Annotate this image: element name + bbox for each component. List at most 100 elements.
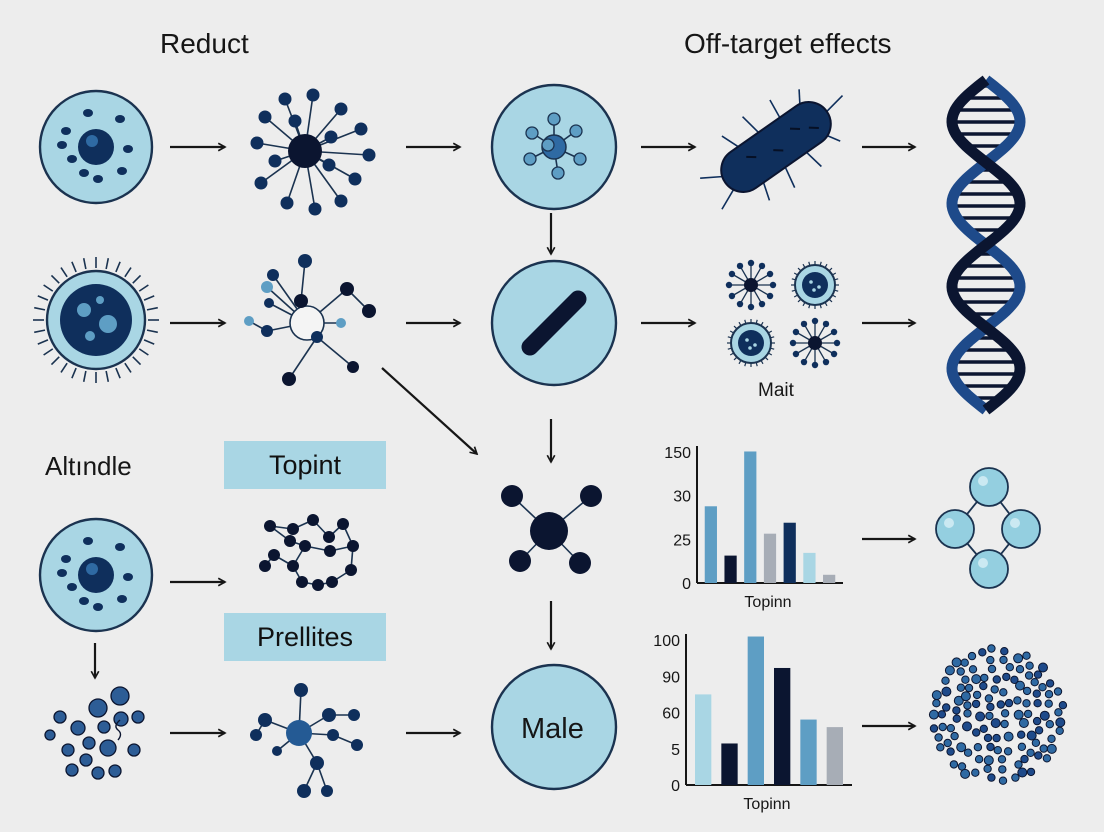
- male-cell-icon: [490, 663, 618, 791]
- cluster-particle: [1017, 767, 1028, 778]
- atom: [573, 152, 587, 166]
- cluster-particle: [1010, 675, 1019, 684]
- particles-icon: [44, 686, 145, 780]
- cluster-particle: [1026, 767, 1036, 777]
- particle: [61, 743, 75, 757]
- spike: [132, 274, 142, 284]
- cluster-particle: [938, 722, 947, 732]
- particle: [108, 764, 122, 778]
- organelle-dot: [123, 145, 133, 153]
- nucleus: [802, 272, 828, 298]
- cluster-particle: [973, 743, 983, 752]
- cluster-particle: [1013, 653, 1024, 664]
- organelle-dot: [79, 169, 89, 177]
- atom: [337, 518, 349, 530]
- cluster-particle: [1013, 696, 1022, 705]
- spike: [138, 348, 149, 356]
- cluster-particle: [956, 683, 966, 692]
- cluster-particle: [971, 768, 980, 777]
- spike-tip: [725, 281, 733, 289]
- cluster-particle: [943, 738, 952, 748]
- cluster-particle: [1004, 698, 1014, 708]
- atom: [354, 122, 368, 136]
- organelle-dot: [117, 595, 127, 603]
- atom: [297, 784, 311, 798]
- spike-tip: [822, 358, 830, 366]
- atom: [264, 520, 276, 532]
- y-tick-label: 60: [662, 706, 680, 723]
- spike: [138, 284, 149, 292]
- cluster-particle: [990, 685, 999, 694]
- cluster-particle: [974, 755, 984, 764]
- cell-molecule: [523, 112, 587, 180]
- cluster-particle: [963, 709, 972, 718]
- dna-helix-icon: [946, 75, 1026, 415]
- particle: [70, 720, 86, 736]
- cluster-particle: [937, 710, 947, 719]
- title-reduct: Reduct: [160, 28, 249, 59]
- cluster-particle: [1039, 744, 1048, 753]
- atom: [322, 708, 336, 722]
- spike-tip: [747, 303, 755, 311]
- atom: [569, 124, 583, 138]
- cluster-particle: [964, 683, 974, 693]
- cluster-particle: [1000, 647, 1009, 656]
- cluster-particle: [941, 686, 952, 697]
- spike-tip: [811, 361, 819, 369]
- atom: [541, 138, 555, 152]
- cluster-particle: [992, 733, 1001, 743]
- cluster-particle: [1030, 678, 1039, 687]
- atom: [362, 148, 376, 162]
- cluster-particle: [972, 690, 982, 700]
- flagellum: [769, 99, 781, 118]
- organelle: [99, 315, 117, 333]
- nucleus: [78, 129, 114, 165]
- atom: [362, 304, 376, 318]
- cluster-particle: [967, 651, 977, 661]
- spike: [146, 306, 158, 311]
- spike: [82, 258, 87, 270]
- cluster-particle: [952, 714, 961, 723]
- cluster-particle: [963, 701, 972, 710]
- cluster-particle: [983, 733, 993, 743]
- bar: [803, 552, 816, 583]
- x-axis-label: Topinn: [743, 796, 790, 813]
- cluster-particle: [1033, 670, 1043, 679]
- bar: [744, 451, 757, 583]
- particle: [82, 736, 96, 750]
- atom: [348, 172, 362, 186]
- atom: [336, 318, 346, 328]
- atom: [312, 579, 324, 591]
- particle: [91, 766, 105, 780]
- cluster-particle: [934, 733, 943, 742]
- organelle-dot: [93, 603, 103, 611]
- atom: [310, 756, 324, 770]
- atom: [250, 729, 262, 741]
- atom: [523, 152, 537, 166]
- atom: [345, 564, 357, 576]
- flagellum: [700, 175, 724, 179]
- atom: [308, 202, 322, 216]
- particle: [44, 729, 56, 741]
- bar: [695, 694, 712, 785]
- label-male: Male: [521, 713, 584, 745]
- atom: [280, 196, 294, 210]
- cluster-particle: [1042, 754, 1052, 763]
- organelle-dot: [115, 543, 125, 551]
- atom: [254, 176, 268, 190]
- spike: [115, 261, 121, 273]
- flagellum: [742, 116, 760, 133]
- atom: [284, 535, 296, 547]
- spike: [105, 370, 110, 382]
- organelle: [745, 338, 749, 342]
- spike: [115, 367, 121, 379]
- atom: [327, 729, 339, 741]
- cluster-particle: [996, 700, 1005, 709]
- particle-cluster-icon: [928, 644, 1068, 785]
- cluster-particle: [1026, 730, 1037, 741]
- cluster-particle: [978, 648, 987, 657]
- atom: [272, 746, 282, 756]
- atom: [324, 130, 338, 144]
- small-cell-icon: [727, 319, 775, 367]
